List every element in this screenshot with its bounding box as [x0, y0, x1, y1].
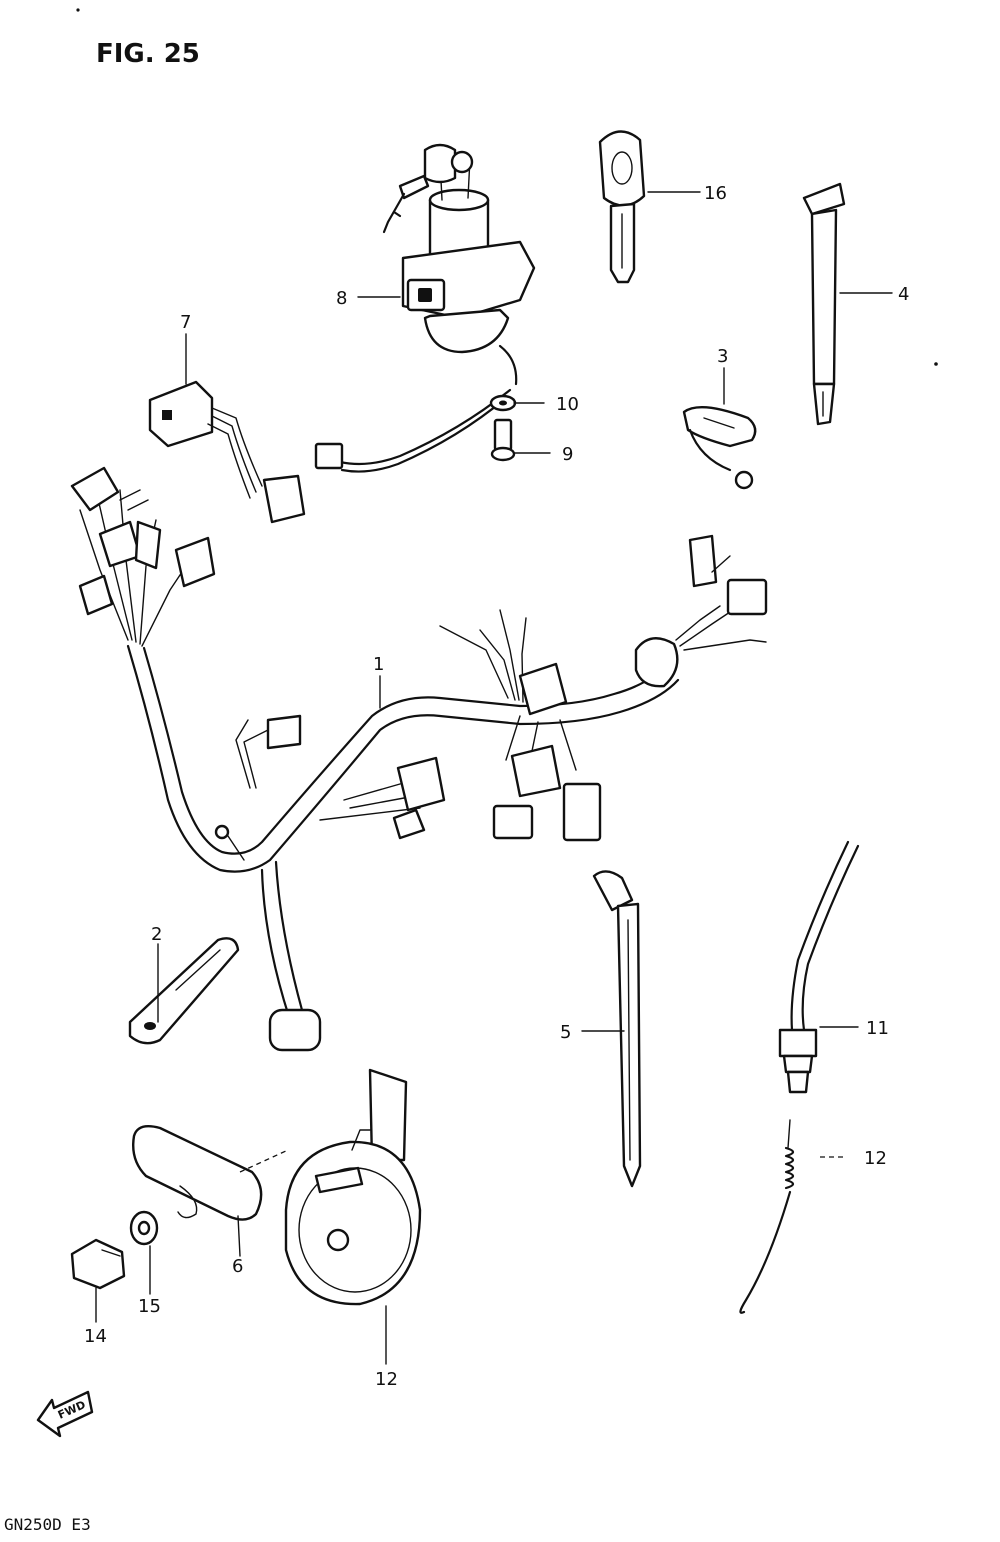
band-part-4	[802, 182, 846, 426]
spring-part-12	[739, 1119, 795, 1314]
screw-part-9	[490, 418, 516, 462]
callout-4: 4	[898, 284, 909, 305]
callout-5: 5	[560, 1022, 571, 1043]
washer-part-15	[129, 1210, 159, 1246]
callout-14: 14	[84, 1326, 107, 1347]
brake-switch-part-11	[778, 840, 860, 1094]
callout-6: 6	[232, 1256, 243, 1277]
callout-11: 11	[866, 1018, 889, 1039]
horn-part-12	[284, 1068, 422, 1306]
figure-title: FIG. 25	[96, 39, 200, 69]
callout-12-horn: 12	[375, 1369, 398, 1390]
callout-9: 9	[562, 444, 573, 465]
ignition-lead	[314, 388, 512, 473]
bracket-part-2	[128, 937, 240, 1045]
callout-16: 16	[704, 183, 727, 204]
cable-tie-part-5	[592, 870, 642, 1188]
callout-15: 15	[138, 1296, 161, 1317]
callout-7: 7	[180, 312, 191, 333]
ignition-switch	[382, 143, 536, 386]
callout-8: 8	[336, 288, 347, 309]
callout-numbers: 16 4 8 7 3 10 9 1 2 5 11 12 6 15 14 12	[84, 183, 909, 1390]
callout-1: 1	[373, 654, 384, 675]
bolt-part-14	[70, 1238, 126, 1290]
callout-12-right: 12	[864, 1148, 887, 1169]
fwd-arrow-icon: FWD	[36, 1390, 94, 1438]
gasket-part-6	[132, 1125, 263, 1221]
callout-2: 2	[151, 924, 162, 945]
callout-10: 10	[556, 394, 579, 415]
wiring-harness-part-1	[70, 466, 768, 1052]
callout-3: 3	[717, 346, 728, 367]
model-code: GN250D E3	[4, 1515, 91, 1534]
relay-part-7	[148, 380, 306, 524]
clamp-part-3	[682, 406, 757, 490]
washer-part-10	[489, 394, 517, 412]
key-part-16	[598, 130, 646, 284]
leader-lines	[95, 191, 893, 1365]
